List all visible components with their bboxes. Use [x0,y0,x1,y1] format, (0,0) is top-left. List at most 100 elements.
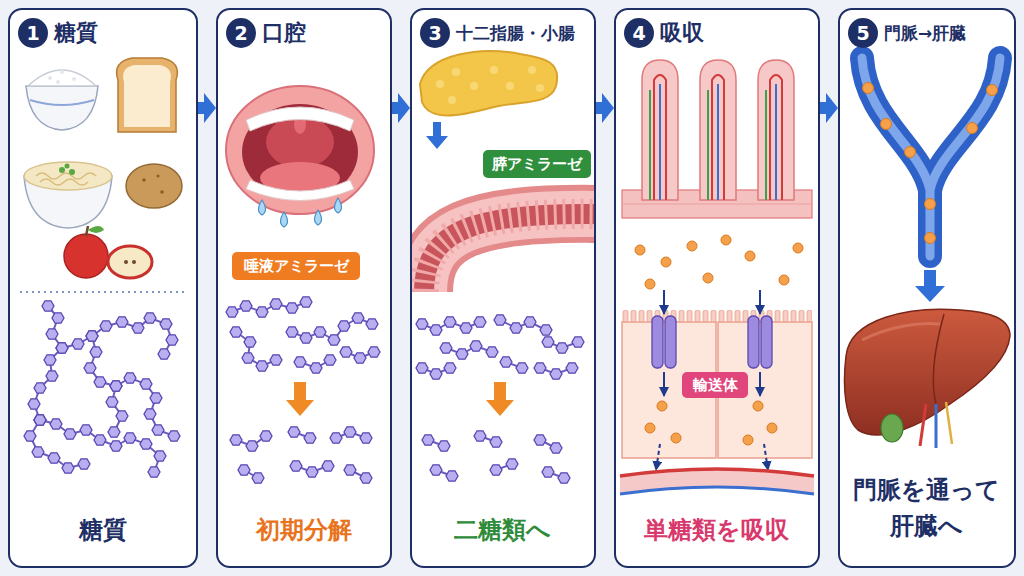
glucose-dot [987,85,998,96]
transport-arrow [656,444,660,470]
disaccharide [428,440,444,446]
potato [126,164,182,208]
step-panel: 糖質糖質1 [8,8,198,568]
glucose-dot [635,235,803,289]
villi [717,84,719,200]
number-text: 3 [420,18,450,48]
glucose-dot [635,245,645,255]
liver [920,404,926,446]
portal-vein [862,58,1000,256]
pancreas [506,82,514,90]
glucose-dot [863,83,998,244]
polysaccharide-chain [30,420,84,468]
rice-bowl [72,77,76,81]
step-number: 1 [18,18,48,48]
disaccharide [548,472,564,478]
panel-fill [614,8,820,568]
step-caption: 糖質 [13,512,193,548]
flow-arrow [392,102,410,114]
small-intestine [424,214,594,292]
step-caption: 二糖類へ [415,512,591,548]
pancreas [528,66,536,74]
noodle-bowl [40,179,88,185]
transporter-protein [748,316,759,368]
glucose-dot [657,401,667,411]
noodle-bowl [24,162,112,190]
small-arrow [426,122,448,149]
transport-arrow [759,372,761,396]
rice-bowl [56,80,60,84]
noodle-bowl [36,173,96,179]
short-chain [350,470,366,478]
short-chain [236,436,266,446]
liver [881,414,903,442]
transport-arrow [663,372,665,396]
polysaccharide-chain [40,420,160,472]
short-chain [336,432,366,438]
mouth [226,86,374,214]
step-number: 5 [848,18,878,48]
step-title: 十二指腸・小腸 [456,18,575,48]
apple [132,260,136,264]
short-chain [296,466,328,472]
step-number: 4 [624,18,654,48]
transporter-protein [652,316,663,368]
mouth [226,86,374,214]
glucose-dot [661,257,671,267]
partial-chain [236,332,276,366]
partial-chain [232,302,374,368]
disaccharide [540,440,556,448]
noodle-bowl [24,162,112,228]
glucose-dot [645,279,655,289]
rice-bowl [26,70,98,130]
number-text: 2 [226,18,256,48]
glucose-dot [925,233,936,244]
portal-vein [862,58,1000,256]
step-title: 門脈→肝臓 [884,18,966,48]
step-arrow [915,270,945,302]
pancreas [436,80,444,88]
glucose-dot [767,423,777,433]
villi [712,75,724,200]
portal-vein [862,58,1000,256]
glucose-dot [753,401,763,411]
enzyme-tag: 唾液アミラーゼ [232,252,360,280]
rice-bowl [26,86,98,130]
glucose-dot [745,251,755,261]
glucose-dot [779,275,789,285]
number-text: 1 [18,18,48,48]
villi [765,90,767,200]
partial-chain [346,352,374,358]
mouth [246,107,354,131]
villi [622,204,812,205]
small-intestine [424,214,594,292]
partial-chain [422,320,578,374]
enzyme-tag: 輸送体 [682,372,748,398]
tag-label: 膵アミラーゼ [483,150,591,178]
saliva-drop [315,210,322,225]
pancreas [536,84,544,92]
liver [845,309,1011,435]
liver [935,404,938,448]
glucose-dot [793,243,803,253]
epithelial-cell [622,310,812,458]
blood-vessel [620,487,814,494]
apple [64,234,108,278]
polysaccharide-chain [48,306,62,348]
small-intestine [424,214,594,292]
mouth [242,104,358,200]
bread-slice [117,58,178,132]
panel-fill [8,8,1016,568]
glucose-dot [703,273,713,283]
rice-bowl [28,70,96,86]
villi [775,84,777,200]
panel-fill [8,8,198,568]
number-text: 4 [624,18,654,48]
liver [933,314,944,404]
step-caption: 門脈を通って 肝臓へ [852,472,1002,544]
liver [946,402,952,444]
step-panel: 十二指腸・小腸二糖類へ 3 膵アミラーゼ [410,8,596,568]
partial-chain [540,368,572,374]
glucose-dot [967,123,978,134]
short-chain [236,432,366,478]
